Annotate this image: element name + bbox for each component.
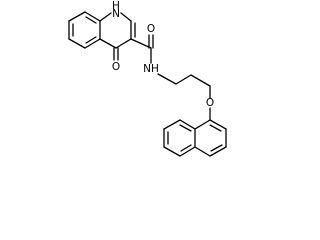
bond [130, 38, 152, 49]
bond [99, 38, 117, 49]
bond [209, 146, 227, 157]
bond [194, 146, 211, 157]
benzo-ring [68, 11, 101, 49]
ring-nitrogen-label: N [112, 8, 120, 20]
bond [99, 12, 112, 22]
bond [210, 144, 223, 152]
bond [157, 73, 177, 85]
bond [190, 74, 211, 87]
bond [179, 146, 196, 157]
molecule-canvas: H N O O NH O [68, 0, 227, 157]
bond [120, 12, 132, 22]
amide-nh-label: NH [143, 63, 159, 75]
bond [175, 74, 192, 85]
bond [163, 119, 181, 130]
bond [163, 146, 181, 157]
bond [68, 11, 86, 22]
bond [84, 11, 101, 22]
amide-oxygen-label: O [147, 23, 155, 35]
amide-group [130, 34, 154, 64]
ring-nh-hydrogen-label: H [112, 0, 120, 12]
bond [84, 38, 101, 49]
bond [179, 119, 196, 130]
bond [194, 119, 211, 130]
bond [68, 38, 86, 49]
bond [209, 119, 227, 130]
structure-drawing: H N O O NH O [68, 0, 227, 157]
naphthalene [163, 107, 227, 157]
bond [209, 124, 222, 132]
bond [179, 124, 192, 132]
bond [180, 144, 192, 152]
ring-carbonyl-oxygen-label: O [112, 61, 120, 73]
ethylene-linker [157, 73, 211, 99]
bond [115, 38, 132, 49]
bond [85, 16, 97, 24]
pyridone-ring [99, 12, 136, 61]
bond [85, 36, 97, 44]
ether-oxygen-label: O [206, 97, 214, 109]
